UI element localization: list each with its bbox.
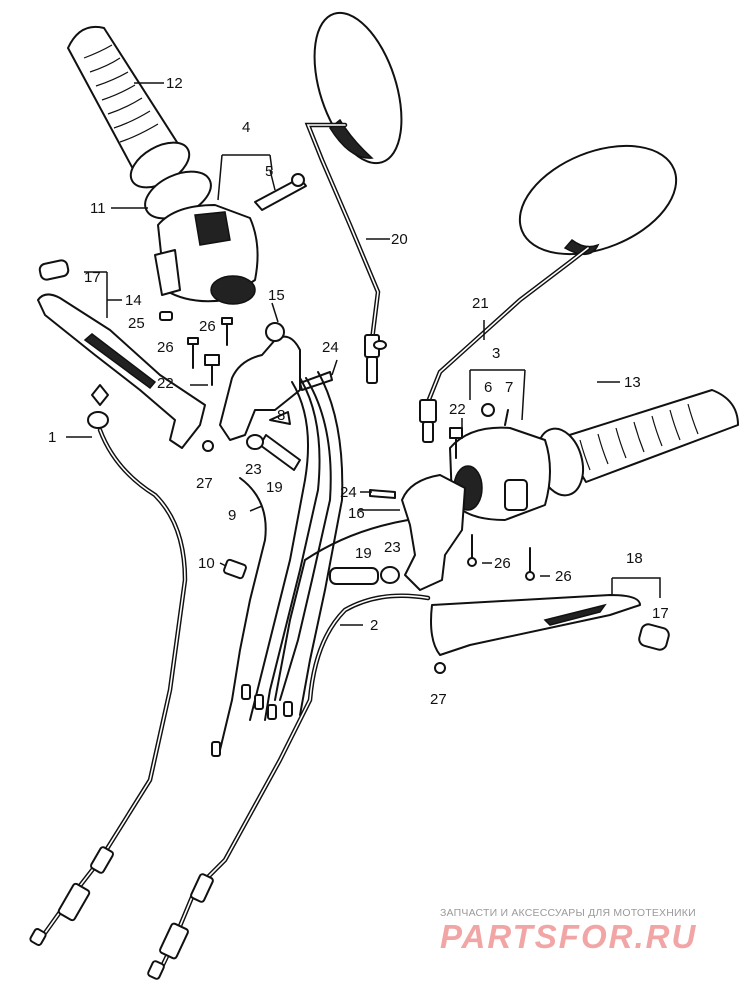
callout-3: 3 [492, 345, 500, 362]
callout-14: 14 [125, 292, 142, 309]
right-lever-bracket [401, 474, 466, 591]
small-hardware [87, 311, 535, 674]
callout-19-left: 19 [266, 479, 283, 496]
left-switch-housing [154, 204, 259, 305]
callout-23-right: 23 [384, 539, 401, 556]
callout-21: 21 [472, 295, 489, 312]
callout-7: 7 [505, 379, 513, 396]
callout-4: 4 [242, 119, 250, 136]
clutch-cable-2 [147, 593, 431, 980]
callout-16: 16 [348, 505, 365, 522]
watermark: ЗАПЧАСТИ И АКСЕССУАРЫ ДЛЯ МОТОТЕХНИКИ PA… [440, 907, 697, 955]
callout-9: 9 [228, 507, 236, 524]
left-mirror [304, 11, 403, 384]
callout-26-right-b: 26 [555, 568, 572, 585]
callout-12: 12 [166, 75, 183, 92]
callout-24-right: 24 [340, 484, 357, 501]
right-grip [535, 389, 739, 497]
callout-15: 15 [268, 287, 285, 304]
watermark-logo: PARTSFOR.RU [440, 918, 697, 955]
callout-27-left: 27 [196, 475, 213, 492]
leader-lines [66, 82, 661, 626]
callout-11: 11 [90, 200, 106, 217]
callout-6: 6 [484, 379, 492, 396]
callout-24-left: 24 [322, 339, 339, 356]
callout-27-right: 27 [430, 691, 447, 708]
screw-5 [254, 173, 307, 211]
callout-17-left: 17 [84, 269, 101, 286]
callout-18: 18 [626, 550, 643, 567]
callout-13: 13 [624, 374, 641, 391]
callout-23-left: 23 [245, 461, 262, 478]
callout-26-right-a: 26 [494, 555, 511, 572]
callout-26-left-b: 26 [157, 339, 174, 356]
throttle-cable-1 [29, 427, 188, 946]
callout-numbers: 1 2 3 4 5 6 7 8 9 10 11 12 13 14 15 16 1… [48, 75, 669, 708]
callout-22-right: 22 [449, 401, 466, 418]
callout-20: 20 [391, 231, 408, 248]
callout-22-left: 22 [157, 375, 174, 392]
right-mirror [419, 144, 678, 443]
left-lever [37, 259, 206, 449]
callout-5: 5 [265, 163, 273, 180]
watermark-tagline: ЗАПЧАСТИ И АКСЕССУАРЫ ДЛЯ МОТОТЕХНИКИ [440, 907, 696, 919]
left-lever-bracket [219, 322, 301, 441]
callout-25: 25 [128, 315, 145, 332]
left-grip [67, 26, 212, 220]
right-lever [430, 594, 670, 656]
callout-2: 2 [370, 617, 378, 634]
wiring-harness-9 [211, 371, 409, 757]
callout-10: 10 [198, 555, 215, 572]
right-switch-housing [449, 426, 551, 521]
callout-17-right: 17 [652, 605, 669, 622]
callout-1: 1 [48, 429, 56, 446]
callout-26-left-a: 26 [199, 318, 216, 335]
callout-19-right: 19 [355, 545, 372, 562]
callout-8: 8 [277, 407, 285, 424]
